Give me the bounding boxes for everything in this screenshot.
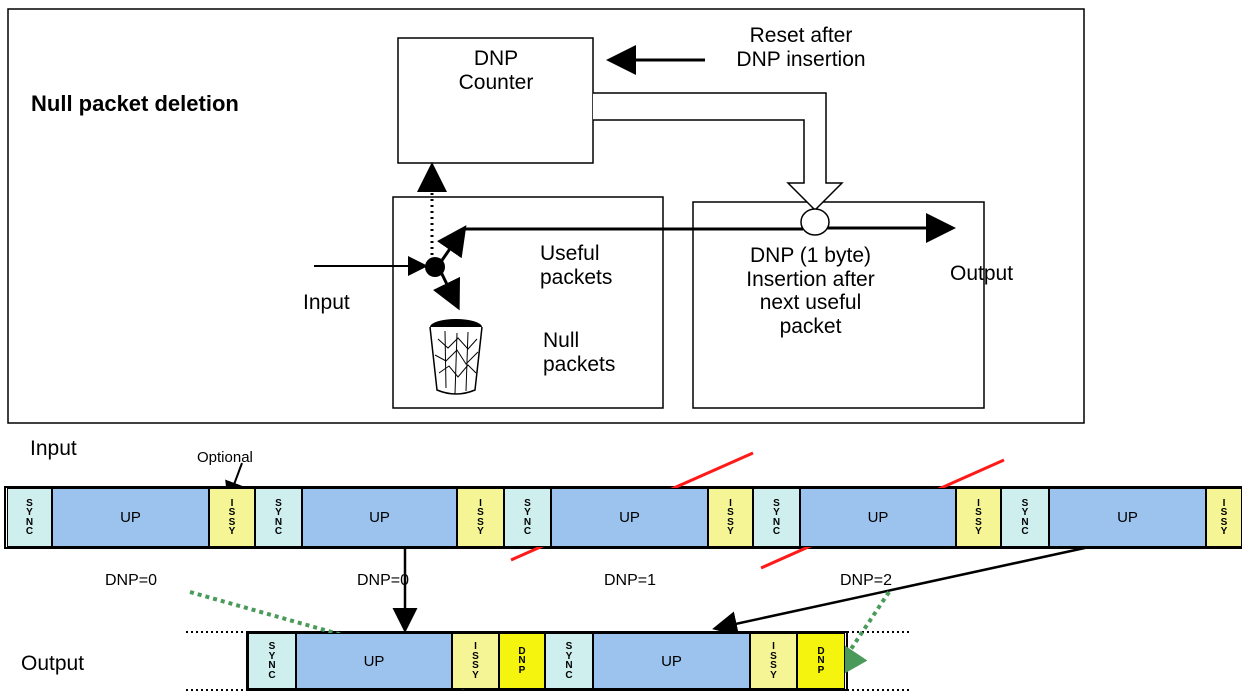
- input-up-1: UP: [52, 488, 209, 547]
- input-sync-3: S Y N C: [504, 488, 551, 547]
- insertion-label: DNP (1 byte) Insertion after next useful…: [746, 244, 875, 338]
- input-sync-4: S Y N C: [753, 488, 800, 547]
- insertion-box: [692, 201, 985, 409]
- top-frame: [7, 8, 1085, 424]
- output-issy-1: I S S Y: [452, 633, 499, 689]
- output-stream-label: Output: [21, 652, 85, 675]
- input-sync-1: S Y N C: [7, 488, 52, 547]
- useful-null-box: [392, 196, 664, 409]
- reset-note: Reset after DNP insertion: [736, 24, 866, 71]
- dnp-label-1: DNP=1: [604, 572, 657, 589]
- output-dnp-1: D N P: [499, 633, 545, 689]
- top-input-label: Input: [303, 291, 350, 314]
- input-up-2: UP: [302, 488, 457, 547]
- output-sync-2: S Y N C: [545, 633, 593, 689]
- input-up-3: UP: [551, 488, 708, 547]
- counter-to-insertion-connector: [593, 92, 844, 212]
- input-issy-3: I S S Y: [708, 488, 753, 547]
- null-packets-label: Null packets: [543, 329, 616, 376]
- dnp-counter-label: DNP Counter: [458, 47, 534, 94]
- input-sync-5: S Y N C: [1001, 488, 1049, 547]
- output-up-1: UP: [296, 633, 452, 689]
- input-issy-1: I S S Y: [209, 488, 255, 547]
- output-sync-1: S Y N C: [248, 633, 296, 689]
- dnp-label-2: DNP=2: [840, 572, 893, 589]
- null-branch-arrow: [433, 269, 461, 311]
- second-useful-transfer-arrow: [712, 542, 1104, 636]
- input-up-4: UP: [800, 488, 956, 547]
- top-output-label: Output: [950, 262, 1014, 285]
- useful-branch-arrow: [436, 225, 467, 267]
- input-issy-5: I S S Y: [1206, 488, 1242, 547]
- input-issy-4: I S S Y: [956, 488, 1001, 547]
- output-issy-2: I S S Y: [750, 633, 797, 689]
- dnp-label-0-middle: DNP=0: [357, 572, 410, 589]
- insertion-node: [800, 208, 830, 236]
- input-up-5: UP: [1049, 488, 1206, 547]
- dnp-two-green-arrow: [828, 590, 891, 683]
- split-node: [425, 257, 445, 277]
- input-issy-2: I S S Y: [457, 488, 504, 547]
- input-stream-frame: [4, 486, 1242, 549]
- dnp-label-0-left: DNP=0: [105, 572, 158, 589]
- diagram-title: Null packet deletion: [31, 91, 239, 116]
- optional-label: Optional: [197, 449, 253, 466]
- output-up-2: UP: [593, 633, 750, 689]
- useful-packets-label: Useful packets: [540, 242, 613, 289]
- trash-bin-icon: [429, 319, 483, 395]
- input-sync-2: S Y N C: [255, 488, 302, 547]
- input-stream-label: Input: [30, 437, 77, 460]
- output-dnp-2: D N P: [797, 633, 845, 689]
